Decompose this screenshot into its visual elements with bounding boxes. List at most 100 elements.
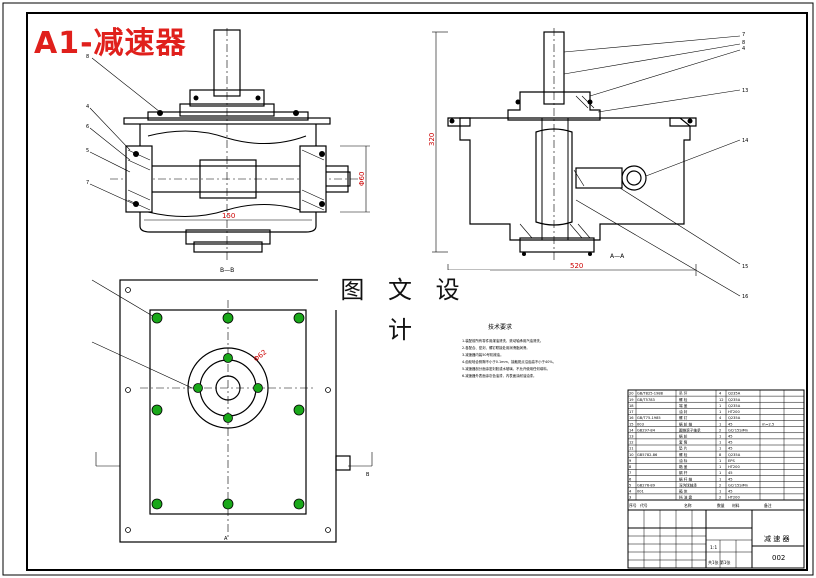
- bom-cell: Q235A: [728, 453, 741, 457]
- bom-cell: 1: [719, 441, 721, 445]
- bom-header-cell: 代号: [640, 503, 648, 508]
- bom-cell: 箱 体: [679, 488, 688, 493]
- note-line: 3.减速器内装50号机械油。: [462, 352, 503, 357]
- bom-cell: 蜗 杆: [679, 470, 688, 475]
- bom-header-row: [627, 499, 805, 511]
- bom-cell: 箱 盖: [679, 464, 688, 469]
- bom-cell: 深沟球轴承: [679, 482, 697, 487]
- bom-cell: 9: [629, 459, 632, 463]
- bom-cell: m=2.5: [762, 422, 774, 426]
- bom-cell: 油 封: [679, 409, 688, 414]
- bom-cell: 2: [719, 496, 721, 500]
- bom-cell: 1: [719, 459, 721, 463]
- bom-cell: 6: [629, 477, 632, 481]
- bom-cell: 14: [629, 428, 634, 432]
- svg-text:6: 6: [86, 124, 89, 130]
- bom-cell: Q235A: [728, 398, 741, 402]
- bom-cell: 3: [629, 496, 631, 500]
- bom-cell: 蜗 轮: [679, 433, 688, 438]
- bom-cell: 1: [719, 477, 721, 481]
- bom-cell: 45: [728, 434, 733, 438]
- bom-cell: 圆锥滚子轴承: [679, 427, 701, 432]
- bom-cell: 45: [728, 422, 733, 426]
- top-view-label-a: A: [224, 536, 228, 542]
- front-view: [89, 28, 360, 262]
- bom-cell: 1: [719, 434, 721, 438]
- bom-cell: 4: [719, 416, 722, 420]
- bom-cell: GCr15SiMn: [728, 428, 748, 432]
- svg-text:14: 14: [742, 138, 748, 144]
- bom-cell: 1: [719, 489, 721, 493]
- bom-cell: HT200: [728, 496, 740, 500]
- bom-cell: 1: [719, 447, 721, 451]
- bom-cell: 13: [629, 434, 634, 438]
- bom-cell: 18: [629, 404, 634, 408]
- bom-cell: 1: [719, 410, 721, 414]
- bom-cell: 45: [728, 477, 733, 481]
- note-line: 6.减速器外表面涂灰色油漆，内表面涂耐油油漆。: [462, 373, 536, 378]
- front-view-dimensions: [144, 145, 370, 221]
- dim-bore-label: Φ62: [252, 348, 268, 363]
- bom-cell: HT200: [728, 410, 740, 414]
- bom-cell: 蜗 杆 轴: [679, 476, 692, 481]
- drawing-name: 减 速 器: [764, 534, 789, 543]
- title-block: [627, 509, 805, 569]
- bom-cell: EPS: [728, 459, 735, 463]
- svg-text:7: 7: [742, 32, 745, 38]
- bom-cell: 12: [719, 398, 724, 402]
- bom-header-cell: 备注: [764, 503, 772, 508]
- svg-text:8: 8: [86, 54, 89, 60]
- bom-cell: 1: [719, 422, 721, 426]
- bom-cell: 挡 油 盘: [679, 495, 692, 500]
- svg-text:4: 4: [742, 46, 745, 52]
- bom-cell: 螺 钉: [679, 415, 688, 420]
- bom-cell: GB/T75-1985: [637, 416, 661, 420]
- top-view-label-b: B: [366, 472, 370, 478]
- bom-cell: 17: [629, 410, 634, 414]
- svg-text:15: 15: [742, 264, 748, 270]
- bom-cell: 45: [728, 471, 733, 475]
- bom-cell: 7: [629, 471, 631, 475]
- bom-cell: 8: [629, 465, 632, 469]
- bom-cell: 8: [719, 453, 722, 457]
- bom-cell: 001: [637, 489, 644, 493]
- bom-cell: 003: [637, 422, 644, 426]
- svg-text:4: 4: [86, 104, 89, 110]
- bom-cell: 4: [719, 392, 722, 396]
- watermark-text: 图 文 设 计: [318, 270, 490, 344]
- bom-cell: GB/T825-1988: [637, 392, 664, 396]
- bom-cell: 20: [629, 392, 634, 396]
- bom-cell: GB5782-86: [637, 453, 658, 457]
- svg-text:5: 5: [86, 148, 89, 154]
- bom-cell: 1: [719, 465, 721, 469]
- section-view: [447, 28, 741, 297]
- inner-frame: [26, 12, 808, 571]
- page-title: A1-减速器: [34, 26, 187, 61]
- bom-cell: 端 盖: [679, 403, 688, 408]
- note-line: 1.装配前所有零件用煤油清洗，滚动轴承用汽油清洗。: [462, 338, 543, 343]
- bom-cell: GB297-84: [637, 428, 656, 432]
- bom-cell: 15: [629, 422, 634, 426]
- bom-cell: 45: [728, 447, 733, 451]
- bom-cell: GB276-89: [637, 483, 656, 487]
- front-view-label: B—B: [220, 267, 234, 274]
- dim-width-label: 150: [222, 212, 235, 220]
- bom-cell: Q235A: [728, 392, 741, 396]
- bom-cell: 45: [728, 441, 733, 445]
- dim-section-width-label: 520: [570, 262, 583, 270]
- scale-text: 1:1: [710, 545, 717, 551]
- svg-text:16: 16: [742, 294, 748, 300]
- note-line: 4.齿轮啮合侧隙不小于0.1mm，接触斑点沿齿高不小于40%。: [462, 359, 556, 364]
- bom-cell: 12: [629, 441, 634, 445]
- bom-cell: 垫 片: [679, 446, 688, 451]
- bom-cell: 11: [629, 447, 634, 451]
- bom-cell: 螺 栓: [679, 397, 688, 402]
- bom-cell: 45: [728, 489, 733, 493]
- bom-cell: Q235A: [728, 404, 741, 408]
- note-line: 5.减速器剖分面涂密封胶或水玻璃，不允许使用任何填料。: [462, 366, 550, 371]
- bom-header-cell: 名称: [684, 503, 692, 508]
